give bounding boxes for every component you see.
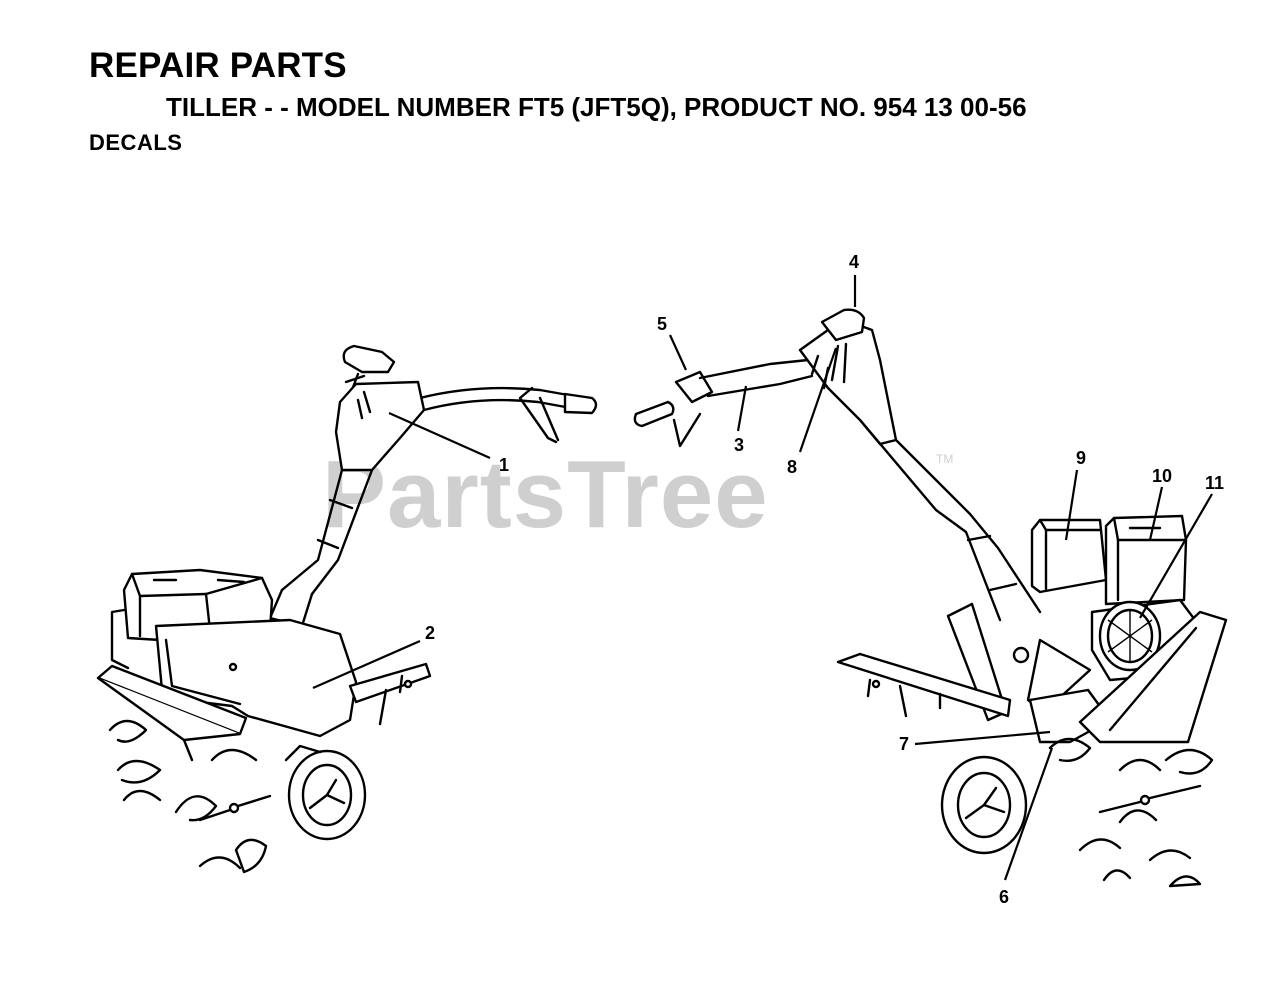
model-subtitle: TILLER - - MODEL NUMBER FT5 (JFT5Q), PRO… (166, 92, 1027, 122)
right-tiller-illustration (633, 308, 1228, 888)
section-heading: DECALS (89, 130, 183, 155)
callout-7: 7 (899, 734, 909, 754)
callout-6: 6 (999, 887, 1009, 907)
callout-leader-lines (312, 275, 1213, 881)
callout-2: 2 (425, 623, 435, 643)
callout-3: 3 (734, 435, 744, 455)
callout-numbers: 1 2 3 4 5 6 7 8 9 10 11 (425, 252, 1224, 907)
watermark-text: PartsTree (322, 441, 769, 548)
callout-8: 8 (787, 457, 797, 477)
watermark-trademark: TM (936, 452, 953, 466)
callout-11: 11 (1205, 473, 1224, 493)
callout-4: 4 (849, 252, 859, 272)
page-title: REPAIR PARTS (89, 46, 347, 85)
callout-10: 10 (1152, 466, 1172, 486)
callout-9: 9 (1076, 448, 1086, 468)
callout-1: 1 (499, 455, 509, 475)
callout-5: 5 (657, 314, 667, 334)
left-tiller-illustration (96, 344, 598, 874)
